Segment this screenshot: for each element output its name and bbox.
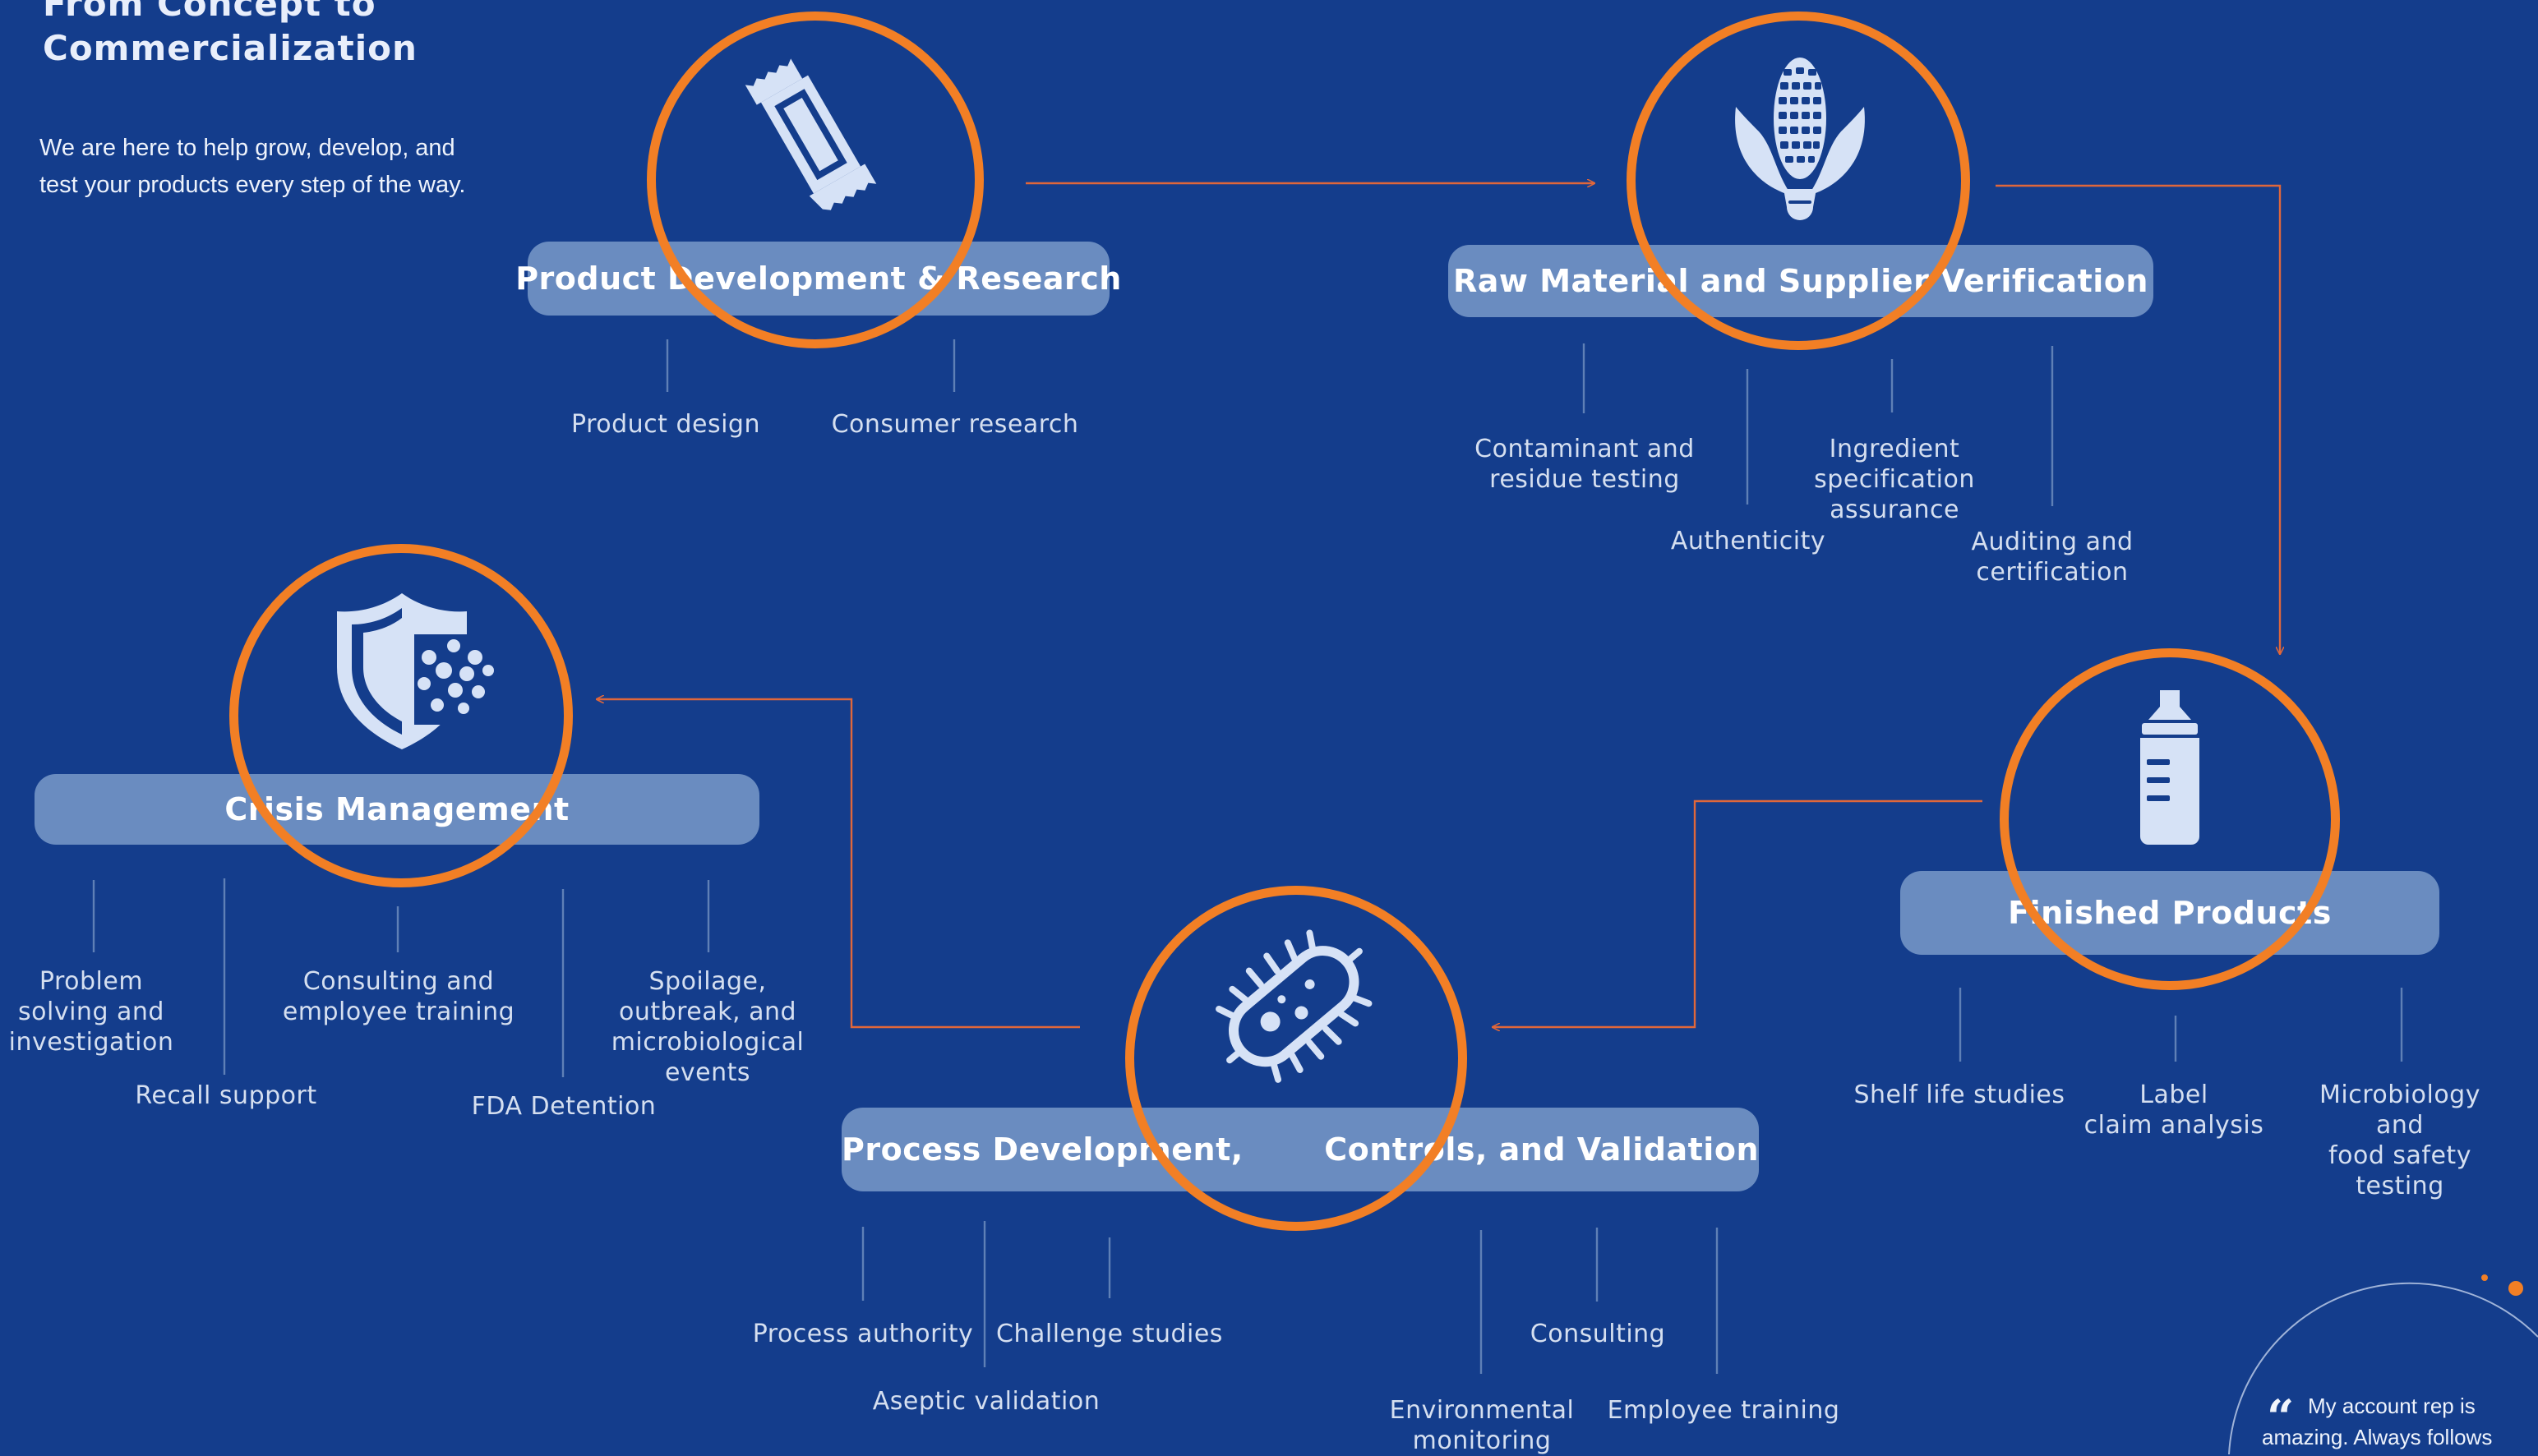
testimonial: “ My account rep is amazing. Always foll… (2262, 1390, 2525, 1453)
snack-bar-icon (745, 58, 877, 210)
service-connector-lines (92, 339, 2403, 1374)
testimonial-text: My account rep is amazing. Always follow… (2262, 1394, 2493, 1449)
arrow-raw-to-finished (1996, 184, 2280, 654)
decorative-dot-large (2508, 1281, 2523, 1296)
service-auditing-certification: Auditing and certification (1971, 528, 2134, 587)
shield-icon (337, 593, 494, 749)
service-spoilage-outbreak: Spoilage, outbreak, and microbiological … (611, 967, 805, 1087)
service-process-authority: Process authority (752, 1320, 974, 1348)
service-ingredient-specification: Ingredient specification assurance (1814, 435, 1975, 524)
service-label-claim: Label claim analysis (2083, 1080, 2264, 1140)
service-authenticity: Authenticity (1670, 527, 1826, 555)
service-consumer-research: Consumer research (831, 410, 1079, 439)
service-fda-detention: FDA Detention (471, 1092, 657, 1121)
stage-ring-raw-material (1627, 12, 1970, 350)
page-heading: From Concept to Commercialization (43, 0, 418, 68)
corner-decoration (2228, 1274, 2538, 1454)
service-microbiology-food-safety: Microbiology and food safety testing (2319, 1080, 2480, 1200)
intro-text: We are here to help grow, develop, and t… (39, 135, 466, 198)
arrow-finished-to-process (1493, 799, 1982, 1027)
service-problem-solving: Problem solving and investigation (8, 967, 174, 1057)
quote-mark-icon: “ (2267, 1389, 2295, 1445)
service-consulting-employee-training: Consulting and employee training (282, 967, 515, 1026)
service-recall-support: Recall support (135, 1081, 317, 1110)
decorative-arc (2228, 1282, 2538, 1454)
service-challenge-studies: Challenge studies (996, 1320, 1223, 1348)
service-environmental-monitoring: Environmental monitoring (1389, 1396, 1575, 1455)
bacteria-icon (1216, 929, 1373, 1083)
service-consulting: Consulting (1530, 1320, 1666, 1348)
stage-ring-process-development (1125, 886, 1467, 1231)
service-employee-training: Employee training (1607, 1396, 1840, 1425)
stage-ring-finished-products (2000, 648, 2340, 990)
service-product-design: Product design (571, 410, 760, 439)
service-shelf-life: Shelf life studies (1853, 1080, 2065, 1109)
service-contaminant-residue: Contaminant and residue testing (1474, 435, 1695, 494)
stage-ring-crisis-management (229, 544, 573, 887)
decorative-dot-small (2481, 1274, 2488, 1281)
corn-icon (1735, 58, 1865, 220)
bottle-icon (2140, 690, 2199, 845)
arrow-process-to-crisis (597, 699, 1080, 1029)
service-aseptic-validation: Aseptic validation (872, 1387, 1101, 1416)
stage-ring-product-development (647, 12, 984, 348)
